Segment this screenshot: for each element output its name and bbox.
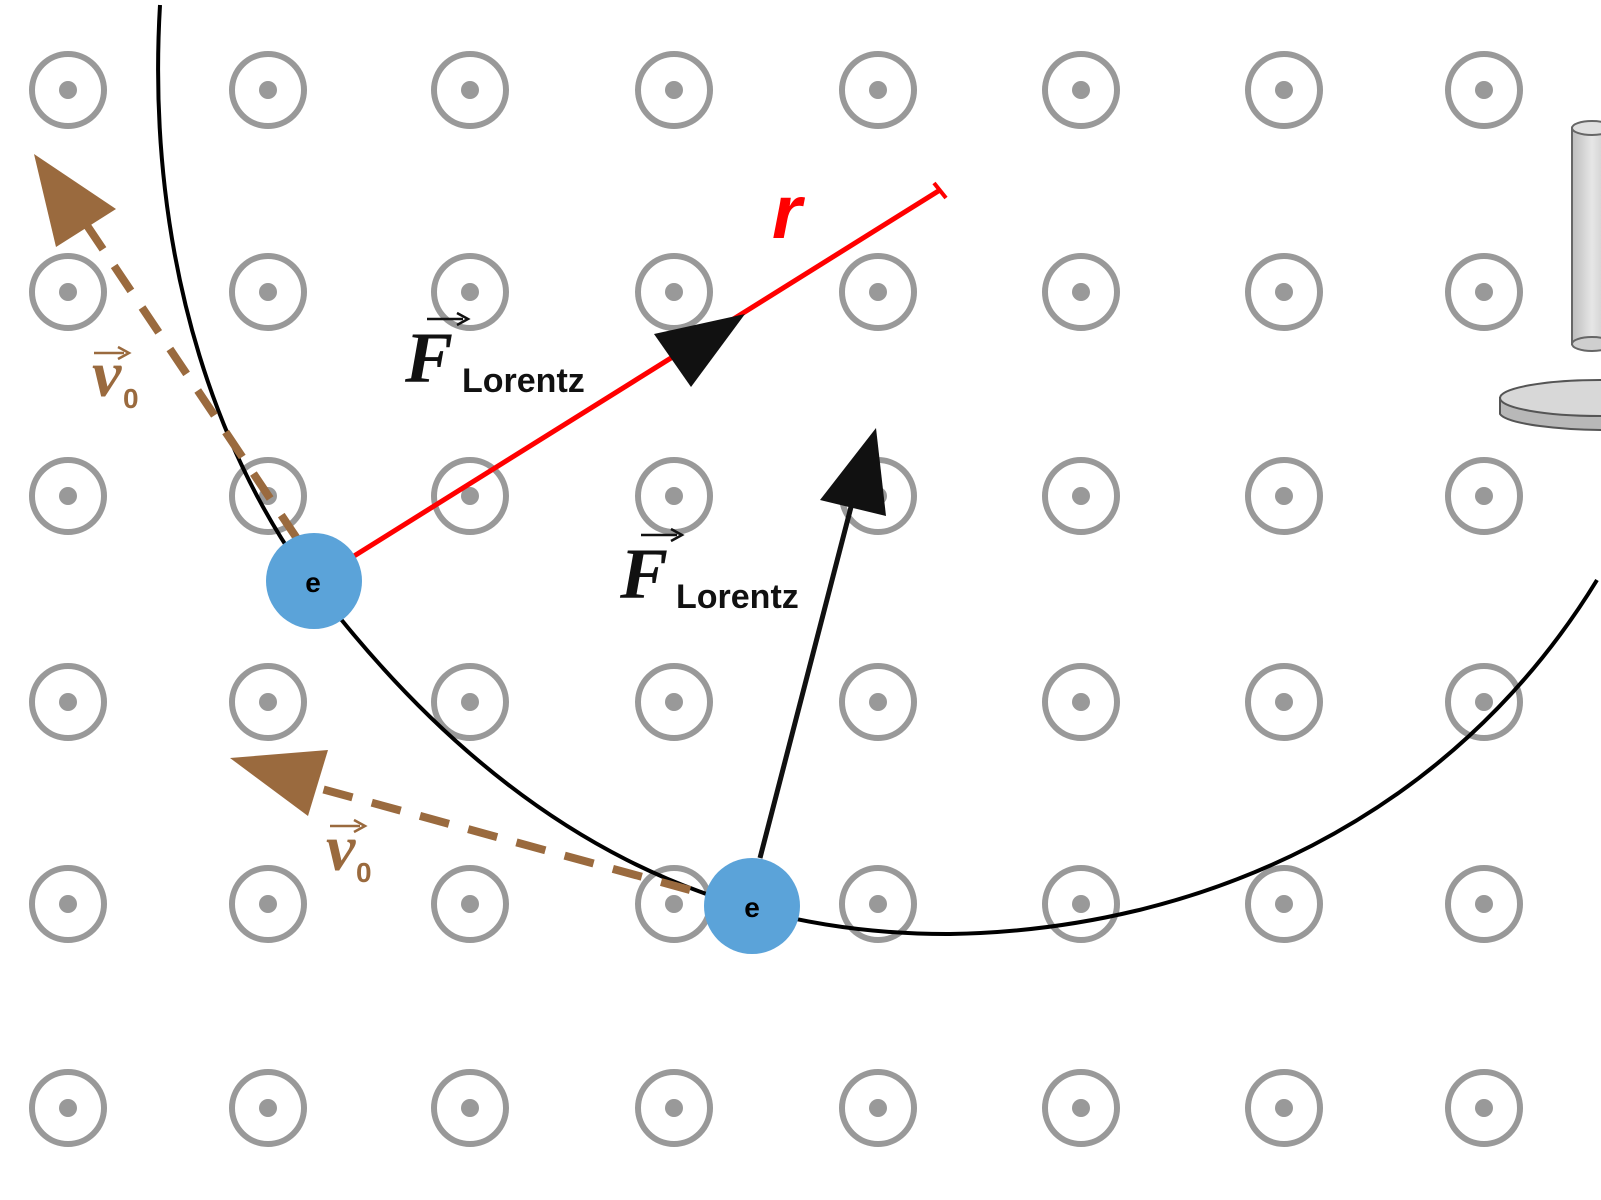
field-out-of-page-icon [839, 51, 917, 129]
field-out-of-page-icon [229, 865, 307, 943]
radius-label: r [772, 170, 806, 255]
field-out-of-page-icon [1042, 1069, 1120, 1147]
lorentz-force-arrow-upper [654, 314, 745, 387]
field-out-of-page-icon [29, 663, 107, 741]
field-out-of-page-icon [229, 51, 307, 129]
field-out-of-page-icon [839, 253, 917, 331]
field-out-of-page-icon [1245, 865, 1323, 943]
trajectory-arc [156, 4, 1599, 937]
electron-upper: e [266, 533, 362, 629]
field-out-of-page-icon [1445, 865, 1523, 943]
field-out-of-page-icon [29, 51, 107, 129]
velocity-subscript-upper: 0 [123, 383, 139, 414]
field-out-of-page-icon [431, 663, 509, 741]
field-out-of-page-icon [1042, 51, 1120, 129]
field-out-of-page-icon [1445, 51, 1523, 129]
electron-label-upper: e [305, 567, 321, 598]
apparatus-cylinder [1571, 120, 1601, 352]
velocity-vector-lower [230, 750, 692, 894]
radius-line [312, 181, 948, 584]
field-out-of-page-icon [1245, 457, 1323, 535]
velocity-vector-upper [34, 154, 302, 543]
field-out-of-page-icon [635, 253, 713, 331]
field-out-of-page-icon [635, 51, 713, 129]
field-out-of-page-icon [229, 1069, 307, 1147]
velocity-symbol-upper: v [92, 338, 122, 411]
force-symbol-lower: F [619, 534, 668, 614]
field-out-of-page-icon [1042, 865, 1120, 943]
field-out-of-page-icon [635, 663, 713, 741]
force-subscript-lower: Lorentz [676, 578, 799, 616]
field-out-of-page-icon [29, 865, 107, 943]
field-out-of-page-icon [1042, 253, 1120, 331]
field-out-of-page-icon [1245, 663, 1323, 741]
electron-label-lower: e [744, 892, 760, 923]
field-out-of-page-icon [431, 1069, 509, 1147]
electron-lower: e [704, 858, 800, 954]
field-out-of-page-icon [1042, 457, 1120, 535]
field-out-of-page-icon [1445, 1069, 1523, 1147]
lorentz-force-label-lower: F Lorentz [619, 527, 799, 616]
field-out-of-page-icon [431, 865, 509, 943]
field-out-of-page-icon [1245, 51, 1323, 129]
field-out-of-page-icon [1445, 663, 1523, 741]
lorentz-force-label-upper: F Lorentz [404, 311, 585, 400]
force-symbol-upper: F [404, 318, 453, 398]
velocity-symbol-lower: v [326, 812, 356, 885]
apparatus-disc [1499, 379, 1601, 432]
field-out-of-page-icon [1445, 253, 1523, 331]
field-out-of-page-icon [1042, 663, 1120, 741]
field-out-of-page-icon [635, 1069, 713, 1147]
field-out-of-page-icon [229, 253, 307, 331]
velocity-subscript-lower: 0 [356, 857, 372, 888]
velocity-label-lower: v 0 [326, 812, 372, 888]
field-out-of-page-icon [431, 51, 509, 129]
field-out-of-page-icon [1445, 457, 1523, 535]
field-out-of-page-icon [1245, 1069, 1323, 1147]
lorentz-force-arrow-lower [757, 428, 886, 859]
field-out-of-page-icon [29, 1069, 107, 1147]
field-out-of-page-icon [431, 253, 509, 331]
force-subscript-upper: Lorentz [462, 362, 585, 400]
field-out-of-page-icon [431, 457, 509, 535]
field-out-of-page-icon [635, 457, 713, 535]
field-out-of-page-icon [839, 663, 917, 741]
field-out-of-page-icon [1245, 253, 1323, 331]
field-out-of-page-icon [839, 1069, 917, 1147]
field-out-of-page-icon [29, 253, 107, 331]
field-out-of-page-icon [839, 865, 917, 943]
field-out-of-page-icon [229, 663, 307, 741]
field-out-of-page-icon [635, 865, 713, 943]
velocity-label-upper: v 0 [92, 338, 139, 414]
field-out-of-page-icon [29, 457, 107, 535]
